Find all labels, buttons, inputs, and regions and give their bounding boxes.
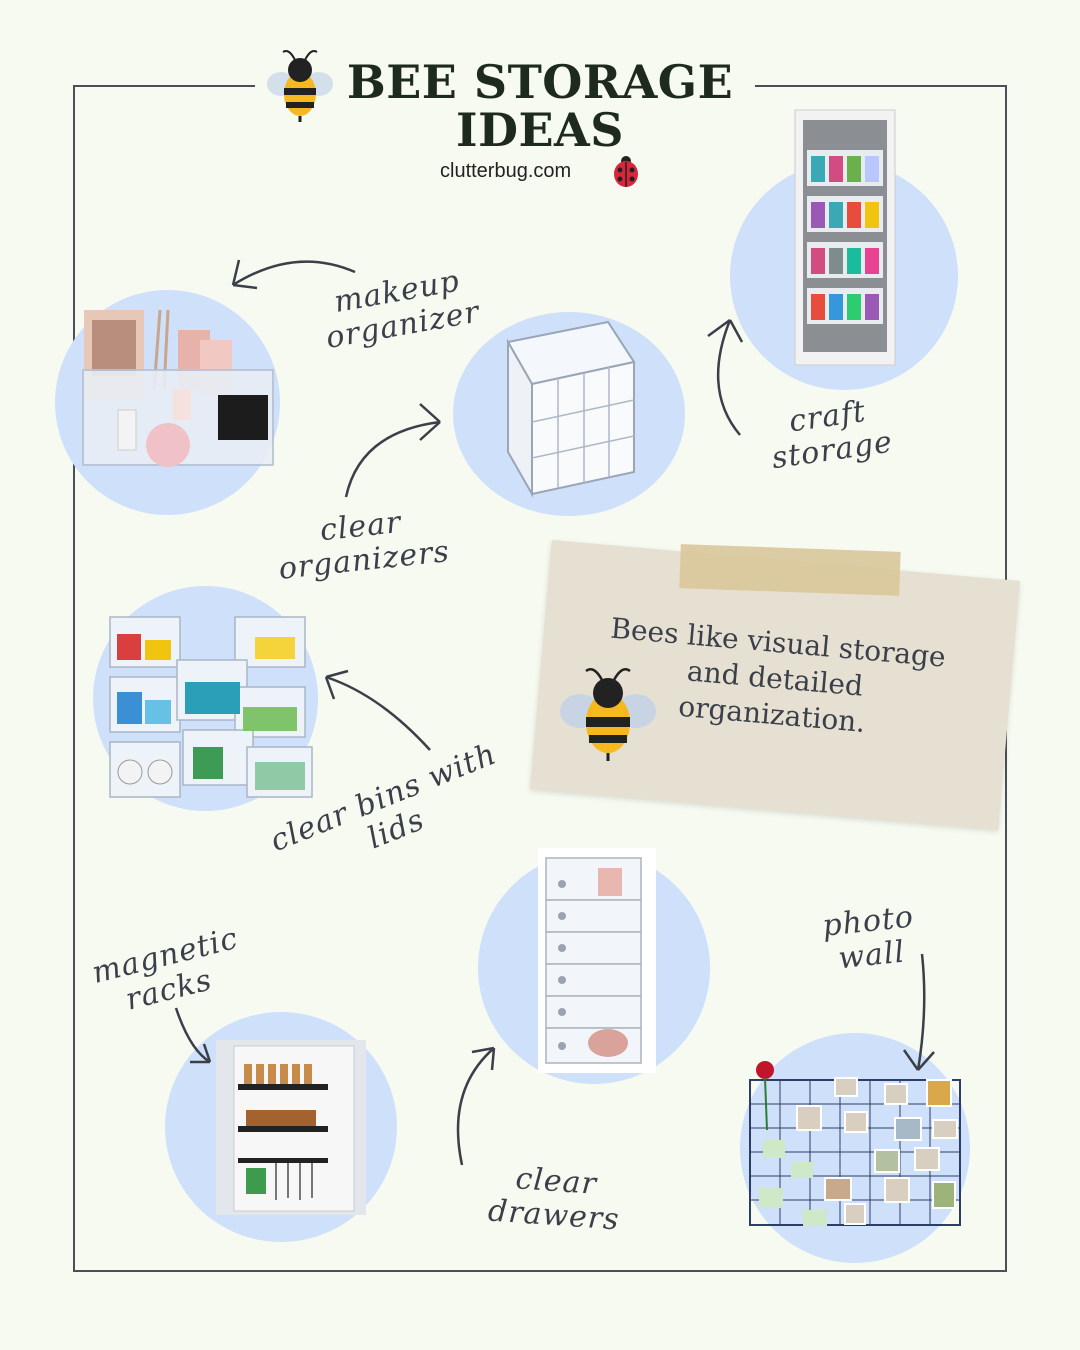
bee-icon xyxy=(267,50,333,122)
site-url[interactable]: clutterbug.com xyxy=(440,160,640,183)
arrow-photo-wall xyxy=(902,953,935,1071)
makeup-organizer-image xyxy=(82,309,274,467)
clear-drawers-image xyxy=(538,848,656,1073)
arrow-magnetic xyxy=(174,1007,212,1064)
bee-icon xyxy=(560,668,656,761)
photo-wall-image xyxy=(749,1061,961,1226)
clear-bins-image xyxy=(109,616,313,798)
title-line-1: BEE STORAGE xyxy=(346,55,734,109)
page-title: BEE STORAGE IDEAS xyxy=(320,58,760,154)
arrow-bins xyxy=(324,669,431,751)
label-photo-text: photo wall xyxy=(820,899,916,977)
title-line-2: IDEAS xyxy=(456,103,624,157)
ladybug-icon xyxy=(614,156,638,187)
arrow-craft xyxy=(707,318,744,436)
arrow-drawers xyxy=(456,1046,496,1166)
label-drawers-text: clear drawers xyxy=(486,1161,621,1238)
magnetic-racks-image xyxy=(216,1040,366,1215)
arrow-clear-organizers xyxy=(344,403,441,498)
title-background xyxy=(255,70,755,190)
clear-organizer-box-image xyxy=(506,320,636,498)
label-clear-drawers: clear drawers xyxy=(453,1158,657,1240)
arrow-makeup xyxy=(231,259,356,290)
craft-storage-image xyxy=(794,109,896,366)
note-tape xyxy=(679,544,901,596)
site-url-text[interactable]: clutterbug.com xyxy=(440,160,572,182)
